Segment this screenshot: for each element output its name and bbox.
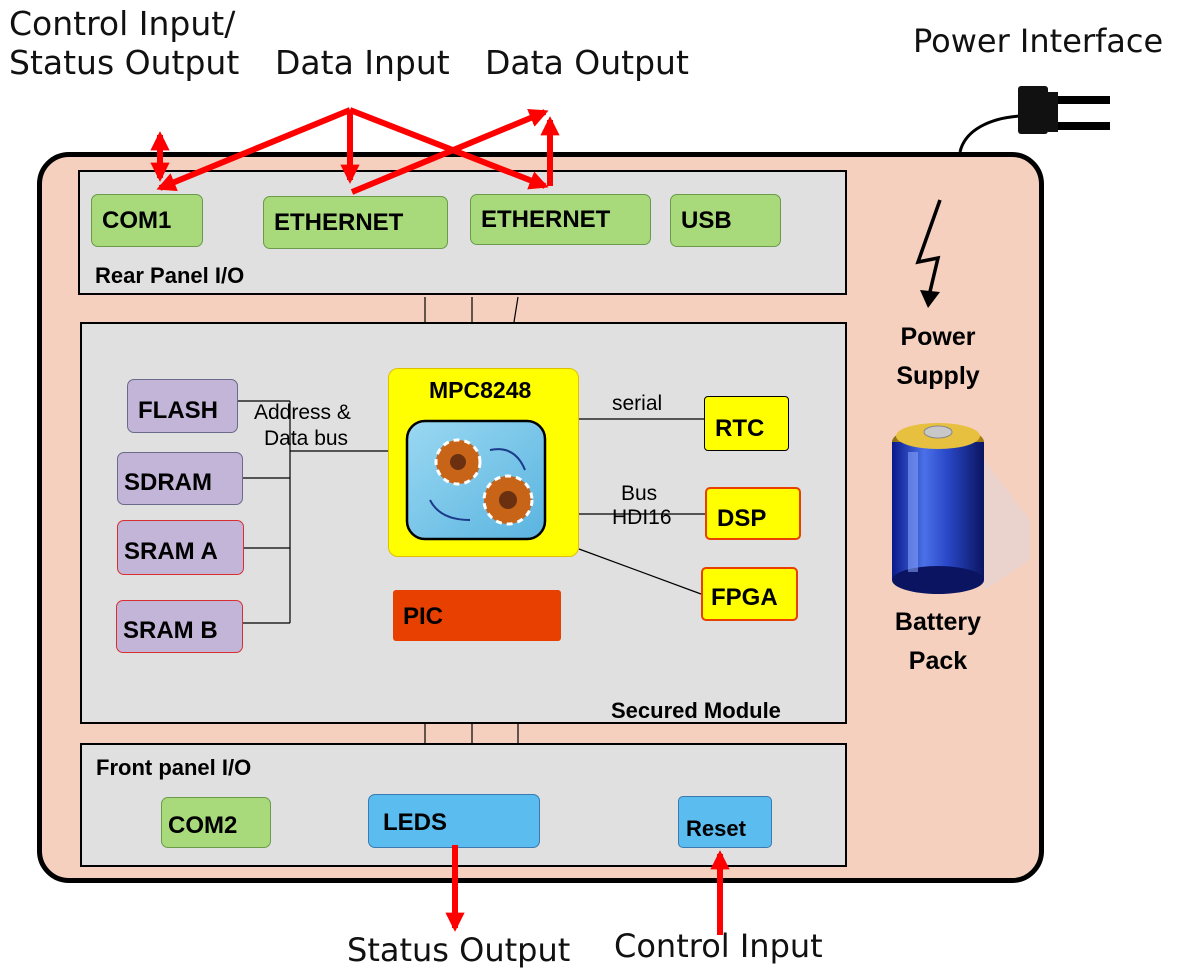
control-status-label-line2: Status Output — [9, 43, 240, 82]
data-output-label: Data Output — [485, 43, 689, 82]
leds-indicator: LEDS — [368, 794, 540, 848]
address-data-bus-label-2: Data bus — [264, 427, 349, 450]
battery-pack-label: Battery Pack — [868, 603, 1008, 681]
sram-a-memory: SRAM A — [117, 520, 244, 575]
sdram-memory: SDRAM — [117, 452, 243, 505]
dsp-chip: DSP — [705, 487, 801, 540]
reset-button: Reset — [678, 796, 772, 848]
secured-module-title: Secured Module — [611, 698, 781, 723]
flash-memory: FLASH — [127, 379, 238, 433]
control-status-label-line1: Control Input/ — [9, 4, 236, 43]
data-input-label: Data Input — [275, 43, 450, 82]
pic-chip: PIC — [393, 590, 561, 641]
sram-b-memory: SRAM B — [116, 600, 243, 653]
ethernet-port-1: ETHERNET — [263, 196, 448, 249]
ethernet-port-2: ETHERNET — [470, 194, 651, 245]
power-interface-label: Power Interface — [913, 22, 1164, 60]
cpu-label: MPC8248 — [429, 377, 532, 403]
fpga-chip: FPGA — [701, 567, 798, 621]
serial-label: serial — [612, 392, 663, 415]
bus-hdi16-label-2: HDI16 — [612, 506, 672, 529]
bus-hdi16-label-1: Bus — [621, 482, 658, 505]
power-supply-line2: Supply — [896, 361, 980, 390]
com1-port: COM1 — [91, 194, 203, 247]
address-data-bus-label-1: Address & — [254, 401, 351, 424]
power-supply-line1: Power — [900, 323, 976, 351]
status-output-label: Status Output — [347, 931, 571, 969]
front-panel-title: Front panel I/O — [96, 755, 252, 780]
com2-port: COM2 — [161, 797, 271, 848]
power-supply-label: Power Supply — [868, 318, 1008, 396]
power-plug-icon — [958, 86, 1110, 153]
battery-pack-line1: Battery — [894, 608, 982, 636]
control-input-label: Control Input — [614, 927, 823, 965]
usb-port: USB — [670, 194, 781, 247]
rtc-chip: RTC — [704, 396, 789, 451]
battery-pack-line2: Pack — [908, 646, 968, 675]
rear-panel-title: Rear Panel I/O — [95, 263, 245, 288]
